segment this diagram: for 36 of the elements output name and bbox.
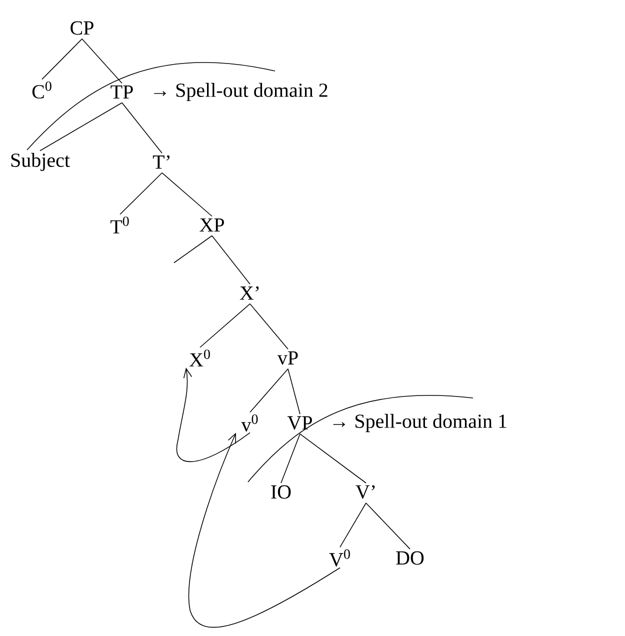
tree-node-label: C$^{0}$ xyxy=(32,81,52,98)
tree-branch xyxy=(300,434,366,484)
tree-node-label: V’ xyxy=(356,485,375,499)
tree-branch xyxy=(250,368,288,413)
tree-node-label: VP xyxy=(287,416,312,430)
movement-arrow xyxy=(188,432,340,628)
movement-arrow xyxy=(176,368,250,462)
tree-node-label: DO xyxy=(396,551,424,565)
tree-node-label: v$^{0}$ xyxy=(241,414,258,432)
tree-branch xyxy=(120,172,162,215)
tree-branch xyxy=(82,38,122,84)
tree-branch xyxy=(340,502,366,548)
tree-branch xyxy=(42,38,82,80)
tree-branch xyxy=(200,303,250,348)
spell-out-label: → Spell-out domain 1 xyxy=(333,414,506,432)
tree-branch xyxy=(122,102,162,154)
tree-branch xyxy=(280,434,300,484)
tree-branch xyxy=(40,102,122,152)
tree-branch xyxy=(366,502,410,550)
tree-node-label: CP xyxy=(70,21,94,35)
tree-branch xyxy=(162,172,212,217)
tree-branch xyxy=(212,235,250,285)
tree-branch xyxy=(250,303,288,350)
tree-node-label: XP xyxy=(200,218,224,232)
tree-branch xyxy=(174,235,212,264)
tree-node-label: Subject xyxy=(11,152,70,172)
tree-node-label: T$^{0}$ xyxy=(110,216,129,234)
tree-node-label: V$^{0}$ xyxy=(329,549,350,567)
tree-node-label: X’ xyxy=(240,286,259,300)
spell-out-label: → Spell-out domain 2 xyxy=(154,82,328,102)
tree-node-label: vP xyxy=(277,351,298,365)
tree-branch xyxy=(288,368,300,414)
tree-node-label: IO xyxy=(271,485,291,499)
tree-node-label: T’ xyxy=(152,155,170,169)
tree-node-label: TP xyxy=(110,85,133,99)
tree-node-label: X$^{0}$ xyxy=(189,350,210,366)
